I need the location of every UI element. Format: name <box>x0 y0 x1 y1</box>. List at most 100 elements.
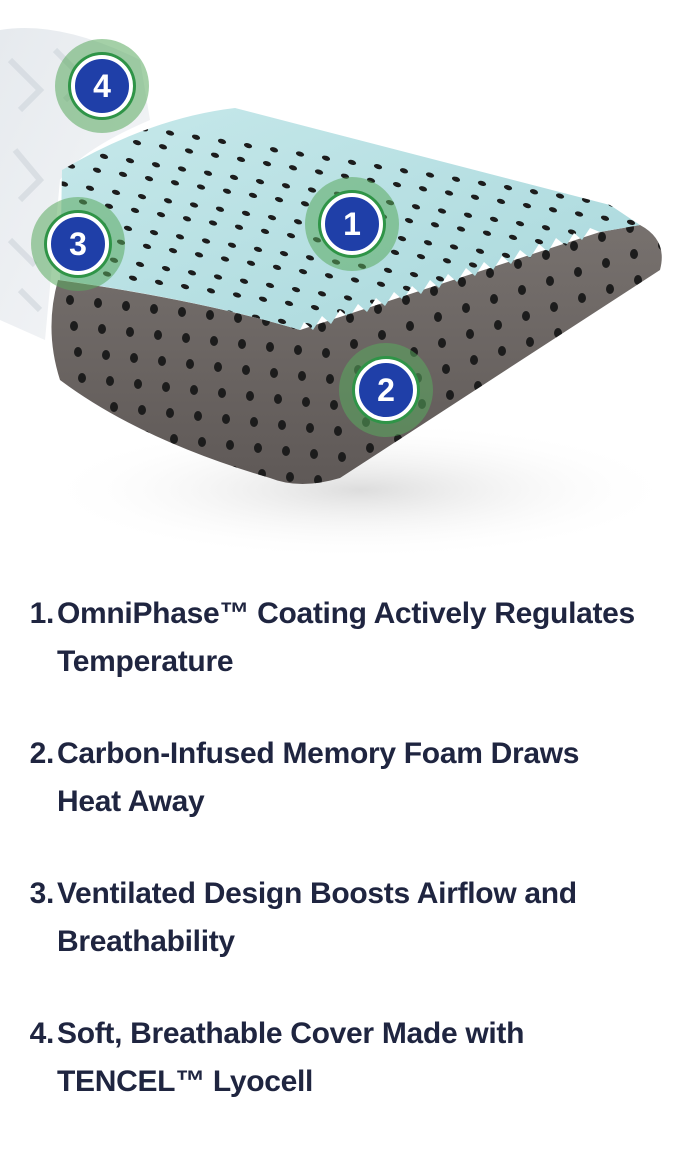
perforation-hole <box>278 420 286 430</box>
perforation-hole <box>526 337 534 347</box>
perforation-hole <box>177 166 187 172</box>
perforation-hole <box>144 175 154 182</box>
perforation-hole <box>158 144 168 150</box>
perforation-hole <box>458 277 466 287</box>
perforation-hole <box>191 134 201 140</box>
perforation-hole <box>239 278 249 284</box>
perforation-hole <box>378 330 386 340</box>
perforation-hole <box>314 169 324 175</box>
perforation-hole <box>142 243 152 250</box>
perforation-hole <box>201 238 211 244</box>
perforation-hole <box>222 414 230 424</box>
perforation-hole <box>562 380 570 390</box>
perforation-hole <box>475 248 485 254</box>
perforation-hole <box>86 425 94 435</box>
perforation-hole <box>418 186 428 192</box>
perforation-hole <box>566 406 574 416</box>
perforation-hole <box>574 211 584 217</box>
perforation-hole <box>266 342 274 352</box>
perforation-hole <box>265 282 275 289</box>
perforation-hole <box>582 382 591 389</box>
perforation-hole <box>430 286 438 296</box>
perforation-hole <box>194 411 202 421</box>
perforation-hole <box>126 327 134 337</box>
callout-badge-4[interactable]: 4 <box>55 39 149 133</box>
perforation-hole <box>272 264 282 271</box>
perforation-hole <box>610 319 620 325</box>
perforation-hole <box>477 180 487 187</box>
perforation-hole <box>681 349 686 356</box>
perforation-hole <box>154 279 164 286</box>
perforation-hole <box>138 405 146 415</box>
perforation-hole <box>586 345 594 355</box>
perforation-hole <box>306 423 314 433</box>
perforation-hole <box>490 294 498 304</box>
perforation-hole <box>274 196 284 203</box>
perforation-hole <box>246 260 256 266</box>
perforation-hole <box>234 313 242 323</box>
perforation-hole <box>430 222 440 228</box>
perforation-hole <box>534 238 544 245</box>
perforation-hole <box>158 356 166 366</box>
feature-number: 4. <box>29 1017 55 1050</box>
perforation-hole <box>670 318 678 328</box>
perforation-hole <box>489 216 499 223</box>
perforation-hole <box>392 181 402 188</box>
perforation-hole <box>208 220 218 226</box>
perforation-hole <box>234 224 244 230</box>
perforation-hole <box>184 148 194 154</box>
perforation-hole <box>334 426 342 436</box>
perforation-hole <box>255 178 265 185</box>
feature-list: 1. OmniPhase™ Coating Actively Regulates… <box>0 590 686 1150</box>
perforation-hole <box>298 268 308 275</box>
perforation-hole <box>182 333 190 343</box>
perforation-hole <box>442 258 452 264</box>
perforation-hole <box>194 252 204 258</box>
perforation-hole <box>66 295 74 305</box>
callout-badge-2[interactable]: 2 <box>339 343 433 437</box>
perforation-hole <box>658 240 662 250</box>
perforation-hole <box>538 415 546 425</box>
perforation-hole <box>542 250 550 260</box>
perforation-hole <box>555 193 565 199</box>
perforation-hole <box>582 319 590 329</box>
perforation-hole <box>186 359 194 369</box>
perforation-hole <box>678 370 686 380</box>
callout-badge-3[interactable]: 3 <box>31 197 125 291</box>
perforation-hole <box>506 398 514 408</box>
perforation-hole <box>486 268 494 278</box>
perforation-hole <box>416 253 426 260</box>
perforation-hole <box>589 368 598 375</box>
perforation-hole <box>190 385 198 395</box>
perforation-hole <box>556 378 565 385</box>
perforation-hole <box>626 219 636 226</box>
perforation-hole <box>570 346 579 353</box>
perforation-hole <box>295 151 305 157</box>
feature-text: Ventilated Design Boosts Airflow and Bre… <box>57 877 577 958</box>
perforation-hole <box>618 362 626 372</box>
perforation-hole <box>170 180 180 186</box>
perforation-hole <box>541 225 551 231</box>
perforation-hole <box>206 288 216 294</box>
perforation-hole <box>598 232 606 242</box>
perforation-hole <box>222 188 232 194</box>
feature-number: 3. <box>29 877 55 910</box>
perforation-hole <box>82 399 90 409</box>
perforation-hole <box>646 353 654 363</box>
perforation-hole <box>253 246 263 253</box>
perforation-hole <box>466 329 474 339</box>
perforation-hole <box>655 345 664 352</box>
perforation-hole <box>310 304 320 311</box>
perforation-hole <box>279 250 289 257</box>
perforation-hole <box>666 292 674 302</box>
perforation-hole <box>310 449 318 459</box>
perforation-hole <box>163 198 173 204</box>
perforation-hole <box>425 172 435 178</box>
callout-badge-1[interactable]: 1 <box>305 177 399 271</box>
perforation-hole <box>434 312 442 322</box>
perforation-hole <box>676 295 685 302</box>
feature-item-2: 2. Carbon-Infused Memory Foam Draws Heat… <box>0 730 686 826</box>
perforation-hole <box>232 292 242 298</box>
perforation-hole <box>470 194 480 200</box>
perforation-hole <box>270 368 278 378</box>
